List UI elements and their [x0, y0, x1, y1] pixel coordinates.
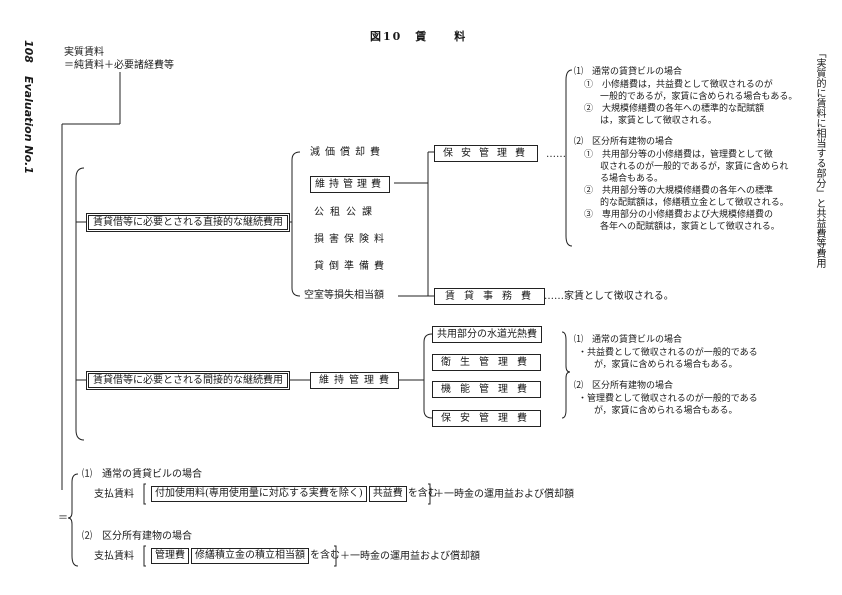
case2-box1: 管理費	[151, 548, 189, 564]
hoan-box: 保安管理費	[434, 145, 538, 162]
case2-label: 支払賃料	[94, 551, 134, 562]
case1-label: 支払賃料	[94, 489, 134, 500]
case1-box1: 付加使用料(専用使用量に対応する実費を除く)	[151, 486, 367, 502]
case1-title: ⑴ 通常の賃貸ビルの場合	[82, 469, 202, 480]
note-b3: ③ 専用部分の小修繕費および大規模修繕費の	[584, 210, 774, 220]
note-a-title: ⑴ 通常の賃貸ビルの場合	[574, 67, 683, 77]
header-line1: 実質賃料	[64, 47, 104, 58]
equals-sign: ＝	[58, 513, 68, 524]
case2-after: ＋一時金の運用益および償却額	[340, 551, 480, 562]
note-a2: ② 大規模修繕費の各年への標準的な配賦額	[584, 104, 765, 114]
figure-title: 図10 賃 料	[370, 30, 468, 43]
note-a1: ① 小修繕費は，共益費として徴収されるのが	[584, 80, 773, 90]
page-number: 108	[22, 40, 35, 63]
indirect-item: 保安管理費	[432, 410, 541, 427]
indirect-cost-box: 賃貸借等に必要とされる間接的な継続費用	[86, 371, 290, 390]
ind-note-b: ・管理費として徴収されるのが一般的である	[578, 394, 758, 404]
ind-note-b-title: ⑵ 区分所有建物の場合	[574, 381, 674, 391]
jimu-note: ……家賃として徴収される。	[544, 291, 674, 302]
case2-title: ⑵ 区分所有建物の場合	[82, 531, 192, 542]
note-b1: 収されるのが一般的であるが，家賃に含められ	[600, 162, 789, 172]
note-b-title: ⑵ 区分所有建物の場合	[574, 137, 674, 147]
side-caption: 「実質的に賃料に相当する部分」と共益費等費用	[814, 48, 825, 268]
jimu-box: 賃貸事務費	[434, 288, 545, 305]
header-line2: ＝純賃料＋必要諸経費等	[64, 60, 174, 71]
note-a2: は，家賃として徴収される。	[600, 116, 717, 126]
indirect-mid-box: 維持管理費	[310, 372, 399, 389]
direct-item: 公租公課	[314, 207, 378, 218]
ind-note-a: ・共益費として徴収されるのが一般的である	[578, 348, 758, 358]
case1-box2: 共益費	[368, 486, 407, 502]
note-b2: ② 共用部分等の大規模修繕費の各年への標準	[584, 186, 774, 196]
case1-tail: を含む	[407, 488, 438, 499]
dots: ……	[546, 149, 566, 160]
case2-tail: を含む	[310, 550, 340, 561]
ind-note-a-title: ⑴ 通常の賃貸ビルの場合	[574, 335, 683, 345]
note-b1: る場合もある。	[600, 174, 664, 184]
direct-item: 損害保険料	[314, 234, 389, 245]
note-b2: 的な配賦額は，修繕積立金として徴収される。	[600, 198, 789, 208]
ind-note-a: が，家賃に含められる場合もある。	[594, 360, 738, 370]
direct-cost-box: 賃貸借等に必要とされる直接的な継続費用	[86, 213, 290, 232]
direct-item: 空室等損失相当額	[304, 290, 384, 301]
note-b1: ① 共用部分等の小修繕費は，管理費として徴	[584, 150, 773, 160]
case2-box2: 修繕積立金の積立相当額	[191, 548, 309, 564]
direct-item: 減価償却費	[310, 147, 385, 158]
journal-title: Evaluation No.1	[22, 76, 35, 174]
indirect-item: 共用部分の水道光熱費	[432, 326, 542, 343]
direct-item: 貸倒準備費	[314, 261, 389, 272]
direct-item-boxed: 維持管理費	[310, 176, 390, 193]
ind-note-b: が，家賃に含められる場合もある。	[594, 406, 738, 416]
indirect-item: 機能管理費	[432, 381, 541, 398]
case1-after: ＋一時金の運用益および償却額	[434, 489, 574, 500]
note-b3: 各年への配賦額は，家賃として徴収される。	[600, 222, 780, 232]
indirect-item: 衛生管理費	[432, 354, 541, 371]
note-a1: 一般的であるが，家賃に含められる場合もある。	[600, 92, 798, 102]
